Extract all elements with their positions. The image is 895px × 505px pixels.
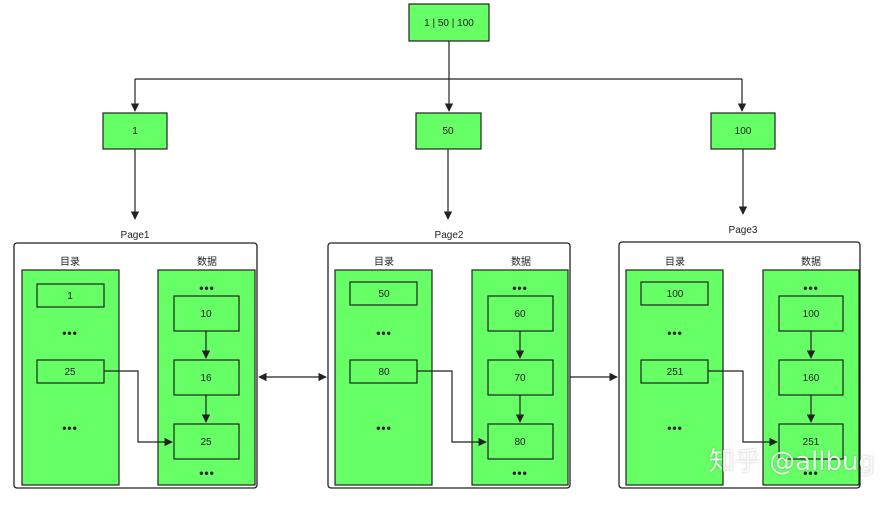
directory-entry: 251: [667, 367, 684, 378]
data-record: 10: [200, 309, 212, 320]
directory-entry: 80: [378, 367, 390, 378]
page-2: 目录 数据 50 ••• 80 ••• ••• 60 70 80 •••: [327, 242, 571, 489]
tree-connectors: [130, 41, 747, 112]
root-label: 1 | 50 | 100: [424, 18, 474, 29]
data-label: 数据: [197, 255, 217, 268]
directory-entry: 100: [667, 289, 684, 300]
page-1: 目录 数据 1 ••• 25 ••• ••• 10 16 25 •••: [13, 242, 258, 489]
data-record: 100: [803, 309, 820, 320]
directory-entry: 1: [67, 291, 73, 302]
data-record: 160: [803, 373, 820, 384]
child-page-arrows: [130, 149, 748, 220]
directory-label: 目录: [374, 256, 394, 268]
child-node-3: 100: [710, 112, 776, 150]
root-node: 1 | 50 | 100: [408, 3, 490, 42]
child-label: 50: [442, 126, 454, 137]
ellipsis: •••: [376, 421, 392, 435]
ellipsis: •••: [803, 466, 819, 480]
ellipsis: •••: [199, 281, 215, 295]
ellipsis: •••: [512, 466, 528, 480]
page-title-1: Page1: [121, 230, 150, 241]
ellipsis: •••: [667, 421, 683, 435]
data-record: 70: [514, 373, 526, 384]
ellipsis: •••: [667, 326, 683, 340]
ellipsis: •••: [62, 421, 78, 435]
directory-label: 目录: [665, 256, 685, 268]
data-record: 80: [514, 437, 526, 448]
data-record: 25: [200, 437, 212, 448]
ellipsis: •••: [803, 281, 819, 295]
data-record: 251: [803, 437, 820, 448]
page-3: 目录 数据 100 ••• 251 ••• ••• 100 160 251 ••…: [618, 241, 861, 489]
data-label: 数据: [801, 255, 821, 268]
data-record: 16: [200, 373, 212, 384]
directory-label: 目录: [60, 256, 80, 268]
directory-entry: 25: [64, 367, 76, 378]
ellipsis: •••: [62, 326, 78, 340]
page-title-3: Page3: [729, 225, 758, 236]
child-label: 100: [735, 126, 752, 137]
data-record: 60: [514, 309, 526, 320]
directory-entry: 50: [378, 289, 390, 300]
watermark: 知乎 @allbug: [708, 447, 875, 477]
data-label: 数据: [511, 255, 531, 268]
child-node-1: 1: [102, 112, 168, 150]
page-title-2: Page2: [435, 230, 464, 241]
child-node-2: 50: [415, 112, 482, 150]
ellipsis: •••: [512, 281, 528, 295]
ellipsis: •••: [199, 466, 215, 480]
child-label: 1: [132, 126, 138, 137]
ellipsis: •••: [376, 326, 392, 340]
